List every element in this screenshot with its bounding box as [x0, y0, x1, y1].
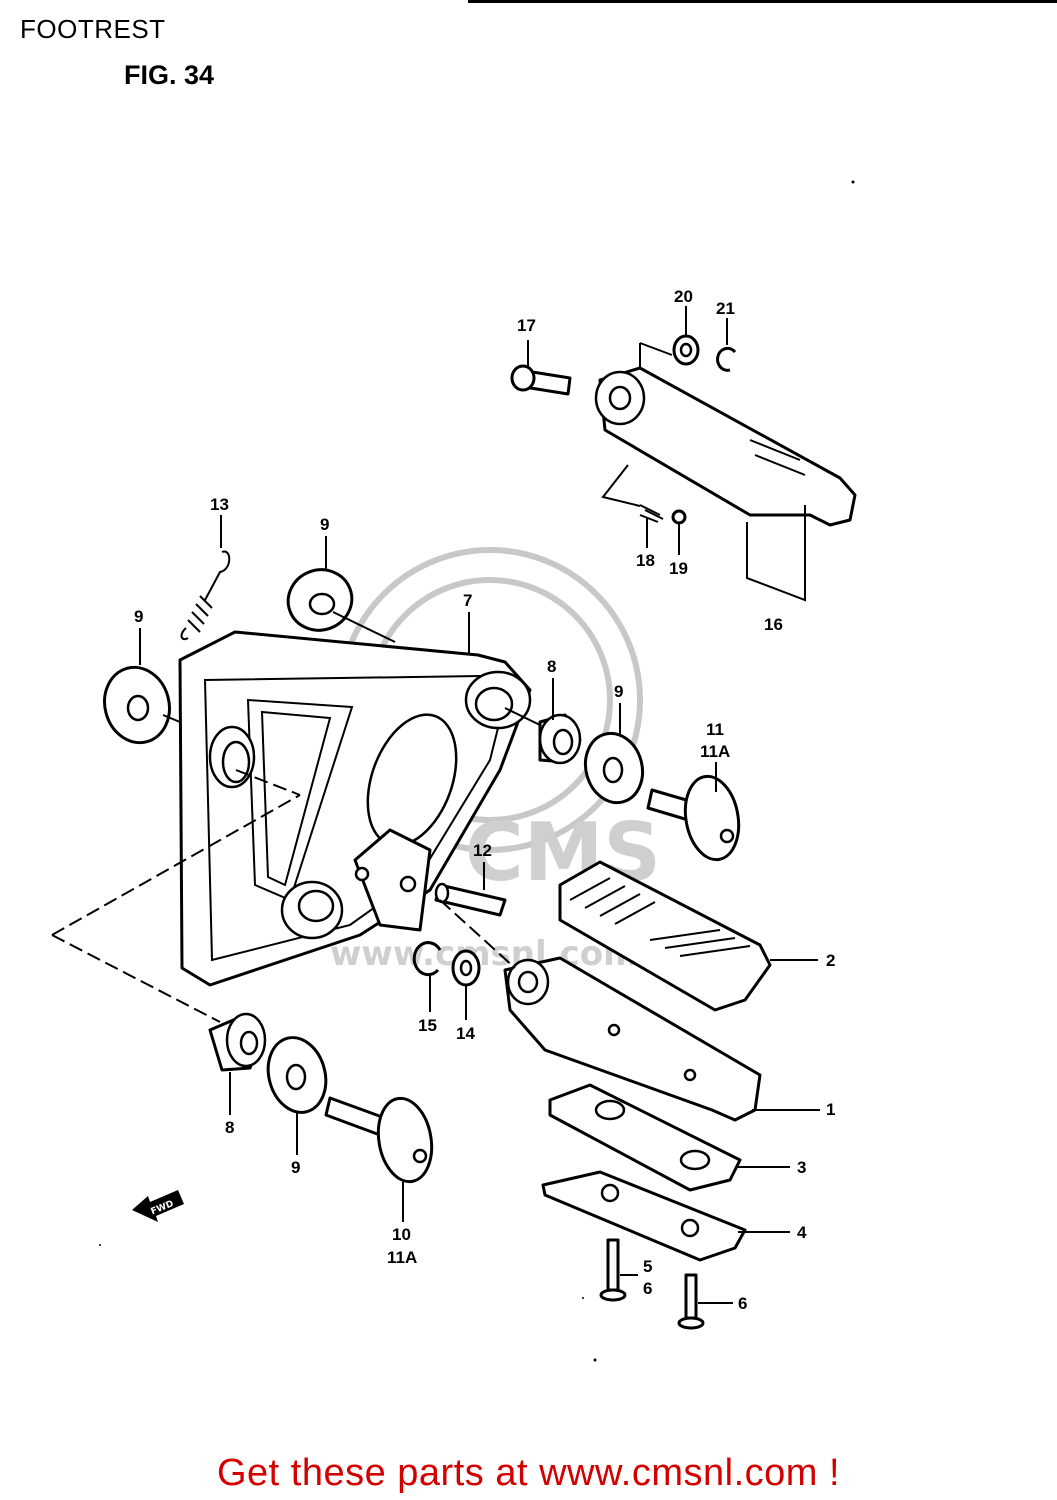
callout-8-upper: 8 — [547, 657, 556, 676]
callout-13: 13 — [210, 495, 229, 514]
callout-15: 15 — [418, 1016, 437, 1035]
part-17-pin — [510, 364, 572, 396]
callout-9-right: 9 — [614, 682, 623, 701]
part-3-plate — [548, 1083, 742, 1192]
callout-11a-bottom: 11A — [387, 1248, 417, 1267]
part-5-screw — [599, 1238, 627, 1302]
part-21-clip — [716, 346, 737, 372]
callout-10: 10 — [392, 1225, 411, 1244]
fwd-arrow-icon: FWD — [132, 1190, 184, 1222]
parts-diagram: CMS www.cmsnl.com — [51, 180, 857, 1362]
callout-9-left: 9 — [134, 607, 143, 626]
part-2-footrest-rubber — [558, 860, 772, 1012]
callout-1: 1 — [826, 1100, 835, 1119]
top-rule — [468, 0, 1057, 3]
callout-21: 21 — [716, 299, 735, 318]
callout-4: 4 — [797, 1223, 807, 1242]
part-15-clip — [412, 941, 442, 977]
callout-19: 19 — [669, 559, 688, 578]
callout-16: 16 — [764, 615, 783, 634]
part-1-footrest — [503, 956, 762, 1122]
footer-link[interactable]: Get these parts at www.cmsnl.com ! — [216, 1452, 841, 1494]
part-9-washer-left — [103, 665, 171, 745]
part-11-bolt — [646, 774, 741, 862]
part-8-collar-lower — [208, 1012, 267, 1072]
callout-12: 12 — [473, 841, 492, 860]
callout-14: 14 — [456, 1024, 475, 1043]
part-19-ball — [671, 509, 687, 525]
callout-5: 5 — [643, 1257, 652, 1276]
page-title: FOOTREST — [20, 14, 166, 44]
callout-20: 20 — [674, 287, 693, 306]
callout-1-wrong: 2 — [826, 951, 835, 970]
leader-lines — [51, 306, 820, 1304]
part-6-screw — [677, 1273, 705, 1330]
callout-6-upper: 6 — [643, 1279, 652, 1298]
part-9-washer-upper — [286, 568, 354, 632]
part-20-washer — [672, 334, 700, 366]
callout-17: 17 — [517, 316, 536, 335]
part-14-washer — [451, 949, 481, 987]
part-10-bolt — [324, 1096, 434, 1184]
part-16-passenger-footrest — [594, 366, 857, 527]
part-12-pin — [434, 882, 507, 917]
callout-11a-top: 11A — [700, 742, 730, 761]
part-4-bracket-plate — [541, 1170, 747, 1262]
callout-6-lower: 6 — [738, 1294, 747, 1313]
part-13-spring — [180, 550, 231, 641]
part-7-footrest-bracket — [178, 630, 532, 987]
part-9-washer-bottom — [266, 1036, 328, 1114]
figure-label: FIG. 34 — [124, 60, 215, 90]
callout-18: 18 — [636, 551, 655, 570]
part-18-spring — [639, 504, 664, 523]
part-9-washer-right — [583, 731, 645, 805]
callout-7: 7 — [463, 591, 472, 610]
callout-labels: 2 1 3 4 5 6 6 7 8 8 9 9 9 9 10 11A 11 11… — [134, 287, 835, 1313]
callout-3: 3 — [797, 1158, 806, 1177]
callout-11: 11 — [706, 720, 724, 739]
callout-9-bottom: 9 — [291, 1158, 300, 1177]
scan-specks — [99, 180, 855, 1362]
callout-8-lower: 8 — [225, 1118, 234, 1137]
part-8-collar-upper — [538, 713, 582, 765]
callout-9-upper: 9 — [320, 515, 329, 534]
